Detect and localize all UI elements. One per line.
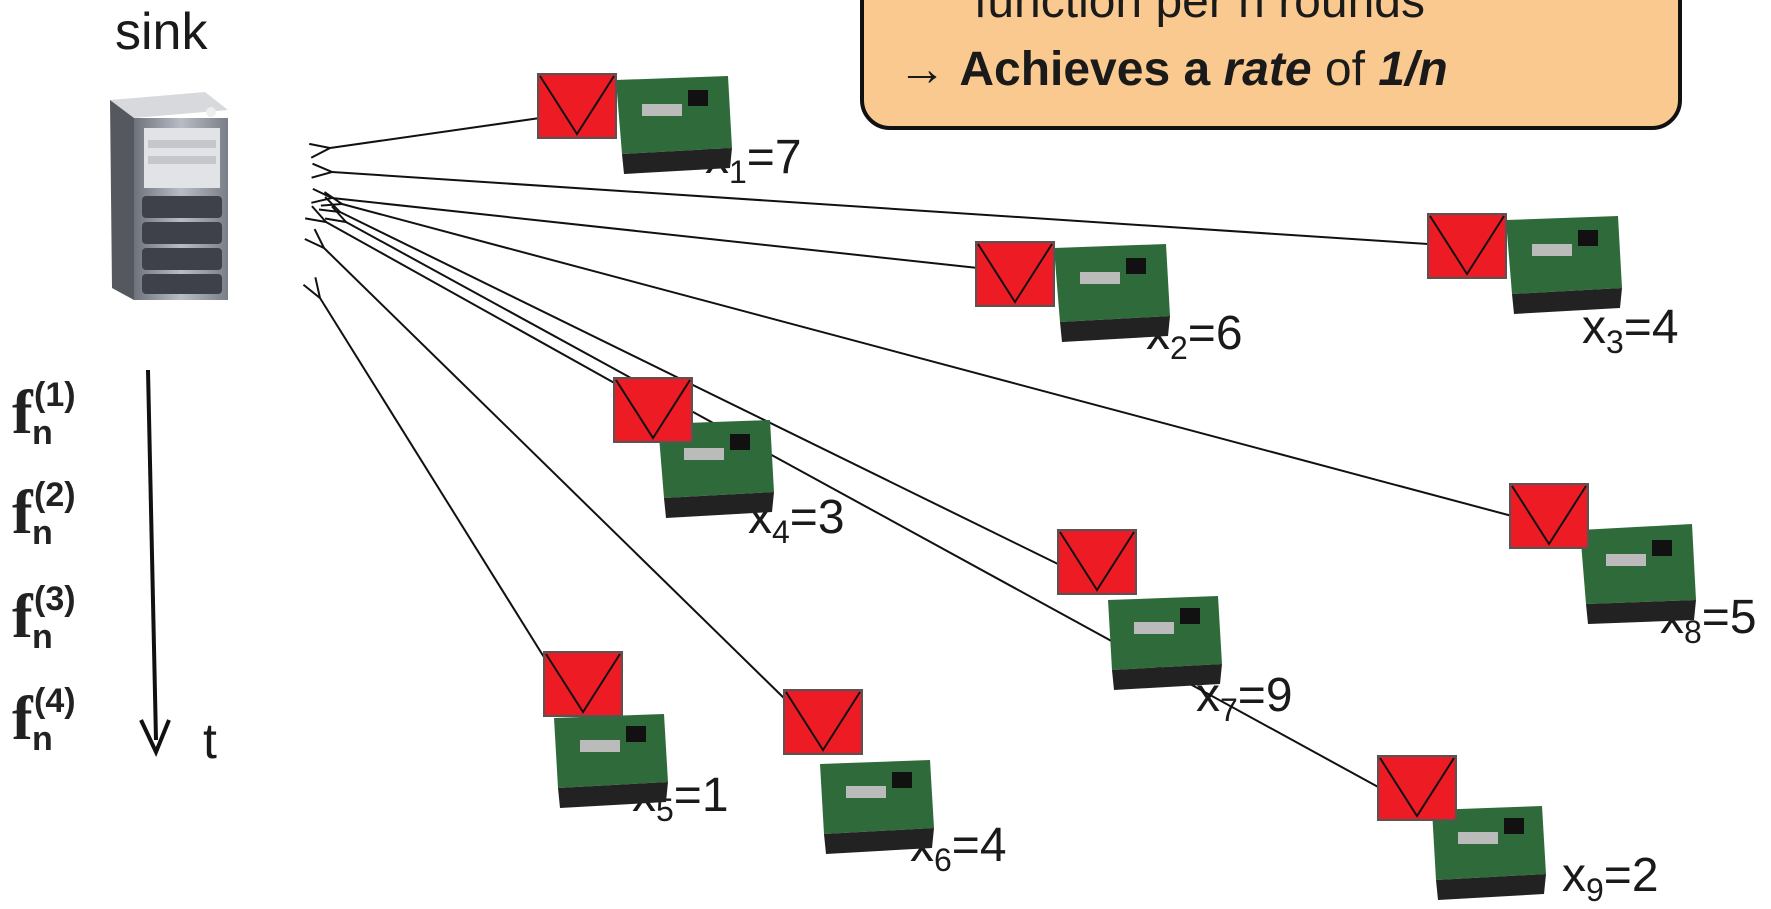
sensor-board-icon [1108, 596, 1222, 690]
sensor-board-icon [1580, 524, 1696, 624]
function-subscript: n [32, 618, 53, 656]
arrow-node-5 [320, 298, 553, 671]
function-subscript: n [32, 414, 53, 452]
info-box: function per n rounds → Achieves a rate … [860, 0, 1682, 130]
function-label-1: f (1) n [12, 376, 76, 452]
node-label-6: x6=4 [910, 819, 1007, 878]
sensor-board-icon [554, 714, 668, 808]
sensor-node-7 [1057, 529, 1222, 690]
info-box-rate-value: 1/n [1378, 43, 1448, 96]
sensor-node-1 [537, 73, 732, 174]
function-label-4: f (4) n [12, 682, 76, 758]
function-base: f [12, 685, 33, 753]
function-base: f [12, 583, 33, 651]
node-label-9: x9=2 [1562, 849, 1659, 908]
info-box-mid-text: of [1311, 43, 1379, 96]
function-superscript: (4) [34, 682, 76, 720]
sensor-node-5 [543, 651, 668, 808]
sensor-board-icon [616, 76, 732, 174]
sensor-node-6 [783, 689, 934, 854]
arrow-node-4 [326, 222, 671, 415]
arrow-node-1 [330, 117, 541, 148]
envelope-icon [783, 689, 863, 755]
sensor-node-8 [1509, 483, 1696, 624]
arrow-node-3 [332, 172, 1429, 245]
function-label-3: f (3) n [12, 580, 76, 656]
function-base: f [12, 379, 33, 447]
timeline-arrow [146, 369, 158, 741]
sensor-board-icon [1054, 244, 1170, 342]
envelope-icon [1057, 529, 1137, 595]
function-superscript: (2) [34, 476, 76, 514]
function-label-2: f (2) n [12, 476, 76, 552]
envelope-icon [1509, 483, 1589, 549]
time-axis-label: t [203, 713, 217, 769]
envelope-icon [543, 651, 623, 717]
sensor-node-3 [1427, 213, 1622, 314]
sensor-node-9 [1377, 755, 1546, 900]
arrow-node-8 [342, 204, 1513, 517]
info-box-line-1: function per n rounds [974, 0, 1425, 28]
right-arrow-icon: → [898, 43, 946, 96]
sink-label: sink [115, 3, 208, 61]
envelope-icon [1427, 213, 1507, 279]
node-label-3: x3=4 [1582, 301, 1679, 360]
server-icon [110, 92, 228, 300]
sensor-node-2 [975, 241, 1170, 342]
sensor-board-icon [1432, 806, 1546, 900]
arrow-node-6 [324, 248, 789, 703]
function-base: f [12, 479, 33, 547]
info-box-bold-prefix: Achieves a [959, 43, 1224, 96]
sensor-board-icon [820, 760, 934, 854]
envelope-icon [537, 73, 617, 139]
info-box-line-2: → Achieves a rate of 1/n [898, 42, 1448, 97]
arrow-node-9 [346, 222, 1381, 789]
function-superscript: (3) [34, 580, 76, 618]
function-subscript: n [32, 514, 53, 552]
message-arrows [320, 117, 1513, 789]
sensor-board-icon [1506, 216, 1622, 314]
arrow-node-7 [340, 212, 1063, 567]
envelope-icon [975, 241, 1055, 307]
arrow-node-2 [332, 198, 979, 269]
function-superscript: (1) [34, 376, 76, 414]
envelope-icon [1377, 755, 1457, 821]
function-subscript: n [32, 720, 53, 758]
sensor-node-4 [613, 377, 774, 518]
info-box-rate-word: rate [1223, 43, 1312, 96]
envelope-icon [613, 377, 693, 443]
timeline-arrowhead [139, 719, 171, 757]
